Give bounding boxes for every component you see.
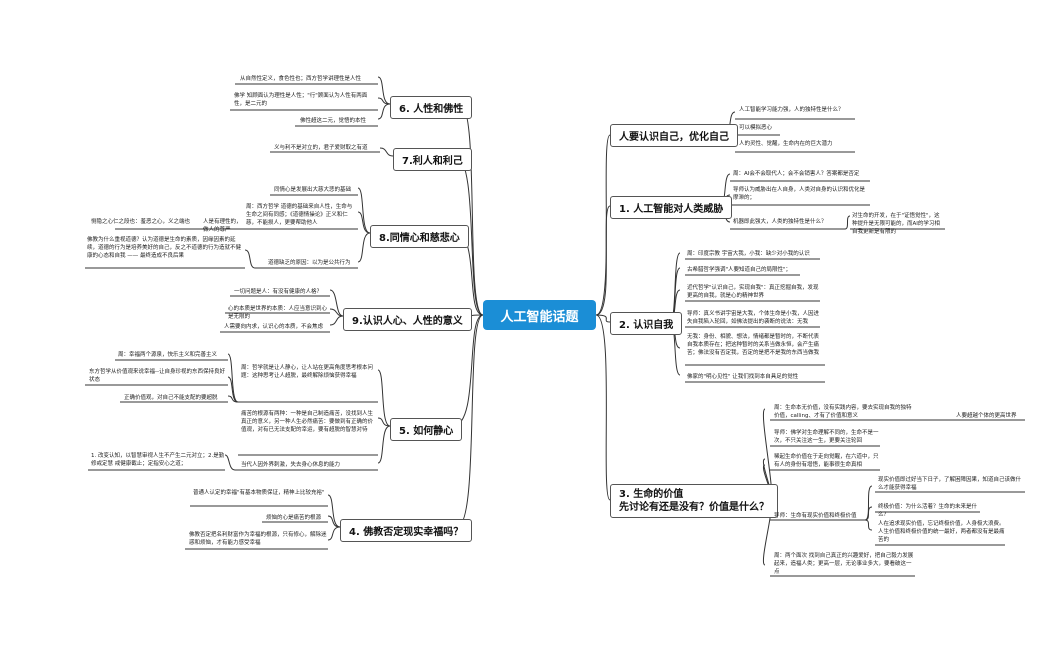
leaf-l4-2: 东方哲学从价值观来说幸福--让自身珍视的东西保持良好状态 — [89, 369, 225, 383]
leaf-l1-1: 义与利不是对立的，君子爱财取之有道 — [274, 145, 368, 151]
branch-human-buddha-nature[interactable]: 6. 人性和佛性 — [390, 96, 473, 119]
leaf-r3-6: 现实价值即过好当下日子，了解困障因果，知道自己该做什么才能获得幸福 — [878, 477, 1022, 491]
leaf-r0-1: 人工智能学习能力强，人的独特性是什么？ — [739, 107, 844, 113]
leaf-l4-7: 当代人因外界刺激，失去身心休息的能力 — [241, 462, 341, 468]
branch-sympathy-compassion[interactable]: 8.同情心和慈悲心 — [370, 225, 469, 248]
leaf-r3-2: 人要超越个体的更高世界 — [956, 413, 1017, 419]
leaf-l3-3: 人需要向内求，认识心的本质，不会焦虑 — [224, 324, 324, 330]
branch-know-self[interactable]: 2. 认识自我 — [610, 312, 683, 335]
leaf-r3-4: 稀起生命价值在于走向觉醒，在六道中，只有人的身份有增悟，能事很生命真相 — [774, 454, 879, 468]
central-topic[interactable]: 人工智能话题 — [483, 300, 596, 330]
leaf-l4-3: 正确价值观，对自己不能支配的要超脱 — [124, 395, 218, 401]
branch-how-to-calm-mind[interactable]: 5. 如何静心 — [390, 418, 463, 441]
leaf-l3-2: 心的本质是世界的本质：人应当意识到心是无限的 — [228, 306, 328, 320]
branch-life-value[interactable]: 3. 生命的价值 先讨论有还是没有？价值是什么？ — [610, 484, 778, 518]
leaf-l4-5: 痛苦的根源有两种：一种是自己制造痛苦，没找到人生真正的意义，另一种人生必然痛苦：… — [241, 411, 374, 433]
leaf-r3-3: 导师：佛学对生命理解不同的，生命不是一次，不只关注这一生，更要关注轮回 — [774, 430, 879, 444]
leaf-r2-4: 导师：真义书讲宇宙是大我，个体生命是小我，人因进失自我陷入轮回，如佛法提出的袭断… — [687, 311, 820, 325]
leaf-r1-1: 周：AI会不会取代人；会不会销害人？答案都是否定 — [733, 171, 860, 177]
branch-buddhism-happiness[interactable]: 4. 佛教否定现实幸福吗？ — [340, 519, 473, 542]
leaf-r3-9: 周：两个面次 找到自己真正的兴趣爱好，把自己毅力发展起来，造福人类；更高一层，无… — [774, 553, 914, 575]
leaf-r0-2: 可以模拟恶心 — [739, 125, 773, 131]
leaf-l2-4: 人是有理性的，做人的尊严 — [203, 219, 242, 233]
leaf-l0-1: 从自然性定义，食色性也；西方哲学讲理性是人性 — [240, 76, 362, 82]
leaf-l4-1: 周：幸福两个源泉，快乐主义和完善主义 — [118, 352, 218, 358]
branch-ai-threat[interactable]: 1. 人工智能对人类威胁 — [610, 196, 733, 219]
leaf-l2-6: 道德缺乏的原因：以为是公共行为 — [268, 260, 351, 266]
branch-altruism-self-interest[interactable]: 7.利人和利己 — [393, 148, 472, 171]
leaf-r2-6: 佛家的"明心见性" 让我们找到本自具足的觉性 — [687, 374, 799, 380]
leaf-l0-2: 佛学 知顾面认为理性是人性；"行"顾面认为人性有两面性，是二元的 — [234, 93, 368, 107]
leaf-l4-6: 1. 改变认知，以智慧审视人生不产生二元对立；2.是勤修戒定慧 戒健康截止；定指… — [91, 453, 225, 467]
branch-know-yourself-optimize[interactable]: 人要认识自己，优化自己 — [610, 124, 738, 147]
leaf-r1-3: 机器即此强大，人类的独特性是什么？ — [733, 219, 827, 225]
leaf-l5-1: 普通人认定的幸福"有基本物质保证，精神上比较充裕" — [193, 490, 325, 496]
leaf-l5-3: 佛教否定把名利财富作为幸福的根源，只有修心，解除迷惑和烦恼，才有能力感受幸福 — [189, 532, 327, 546]
leaf-l2-1: 同情心是发展出大慈大悲的基础 — [274, 187, 352, 193]
leaf-r2-2: 古希腊哲学强调"人要知道自己的局限性"； — [687, 267, 792, 273]
leaf-r2-3: 近代哲学"认识自己，实现自我"：真正挖掘自我，发现更高的自我，就是心的精神世界 — [687, 285, 819, 299]
leaf-r2-1: 周：印度宗教 宇宙大我，小我：缺少对小我的认识 — [687, 251, 810, 257]
leaf-r1-4: 对生命的开发，在于"证悟觉性"，这种提升是无限可能的，而AI的学习相自我更新是有… — [852, 213, 940, 235]
leaf-r1-2: 导师认为威胁出在人自身，人类对自身的认识和优化是摩滞的； — [733, 187, 866, 201]
leaf-l0-3: 佛性超这二元，觉悟的本性 — [300, 118, 367, 124]
branch-know-heart-meaning[interactable]: 9.认识人心、人性的意义 — [343, 308, 472, 331]
leaf-l3-1: 一切问题是人：有没有健康的人格？ — [234, 289, 323, 295]
leaf-l5-2: 烦恼的心是痛苦的根源 — [266, 515, 322, 521]
leaf-l2-2: 周：西方哲学 道德的基础来自人性，生命与生命之间有同感；《道德情操论》正义和仁慈… — [246, 204, 353, 226]
leaf-l2-5: 佛教为什么重视道德？认为道德是生命的素质，因缘因素的延续，道德的行为是培养美好的… — [87, 237, 242, 259]
leaf-r3-7: 终极价值：为什么活着？生命的未来是什么？ — [878, 504, 978, 518]
leaf-l2-3: 恻隐之心仁之段也：羞恶之心，义之端也 — [91, 219, 191, 225]
leaf-r0-3: 人的灵性、觉醒，生命内在的巨大潜力 — [739, 141, 833, 147]
leaf-r3-8: 人在追求现实价值，忘记终极价值，人身极大浪费。人生价值和终极价值的统一最好，两者… — [878, 521, 1005, 543]
leaf-r3-5: 导师：生命有现实价值和终极价值 — [774, 513, 857, 519]
leaf-l4-4: 周：哲学就是让人静心，让人站在更高角度思考根本问题：这种思考让人超脱，最终解除烦… — [241, 365, 374, 379]
leaf-r2-5: 无我：身份、相貌、想法，情绪都是暂时的，不断代表自我本质存在；把这种暂时的关系当… — [687, 334, 820, 356]
leaf-r3-1: 周：生命本无价值，没有实践内容，要去实现自我的独特价值，calling、才有了价… — [774, 405, 912, 419]
